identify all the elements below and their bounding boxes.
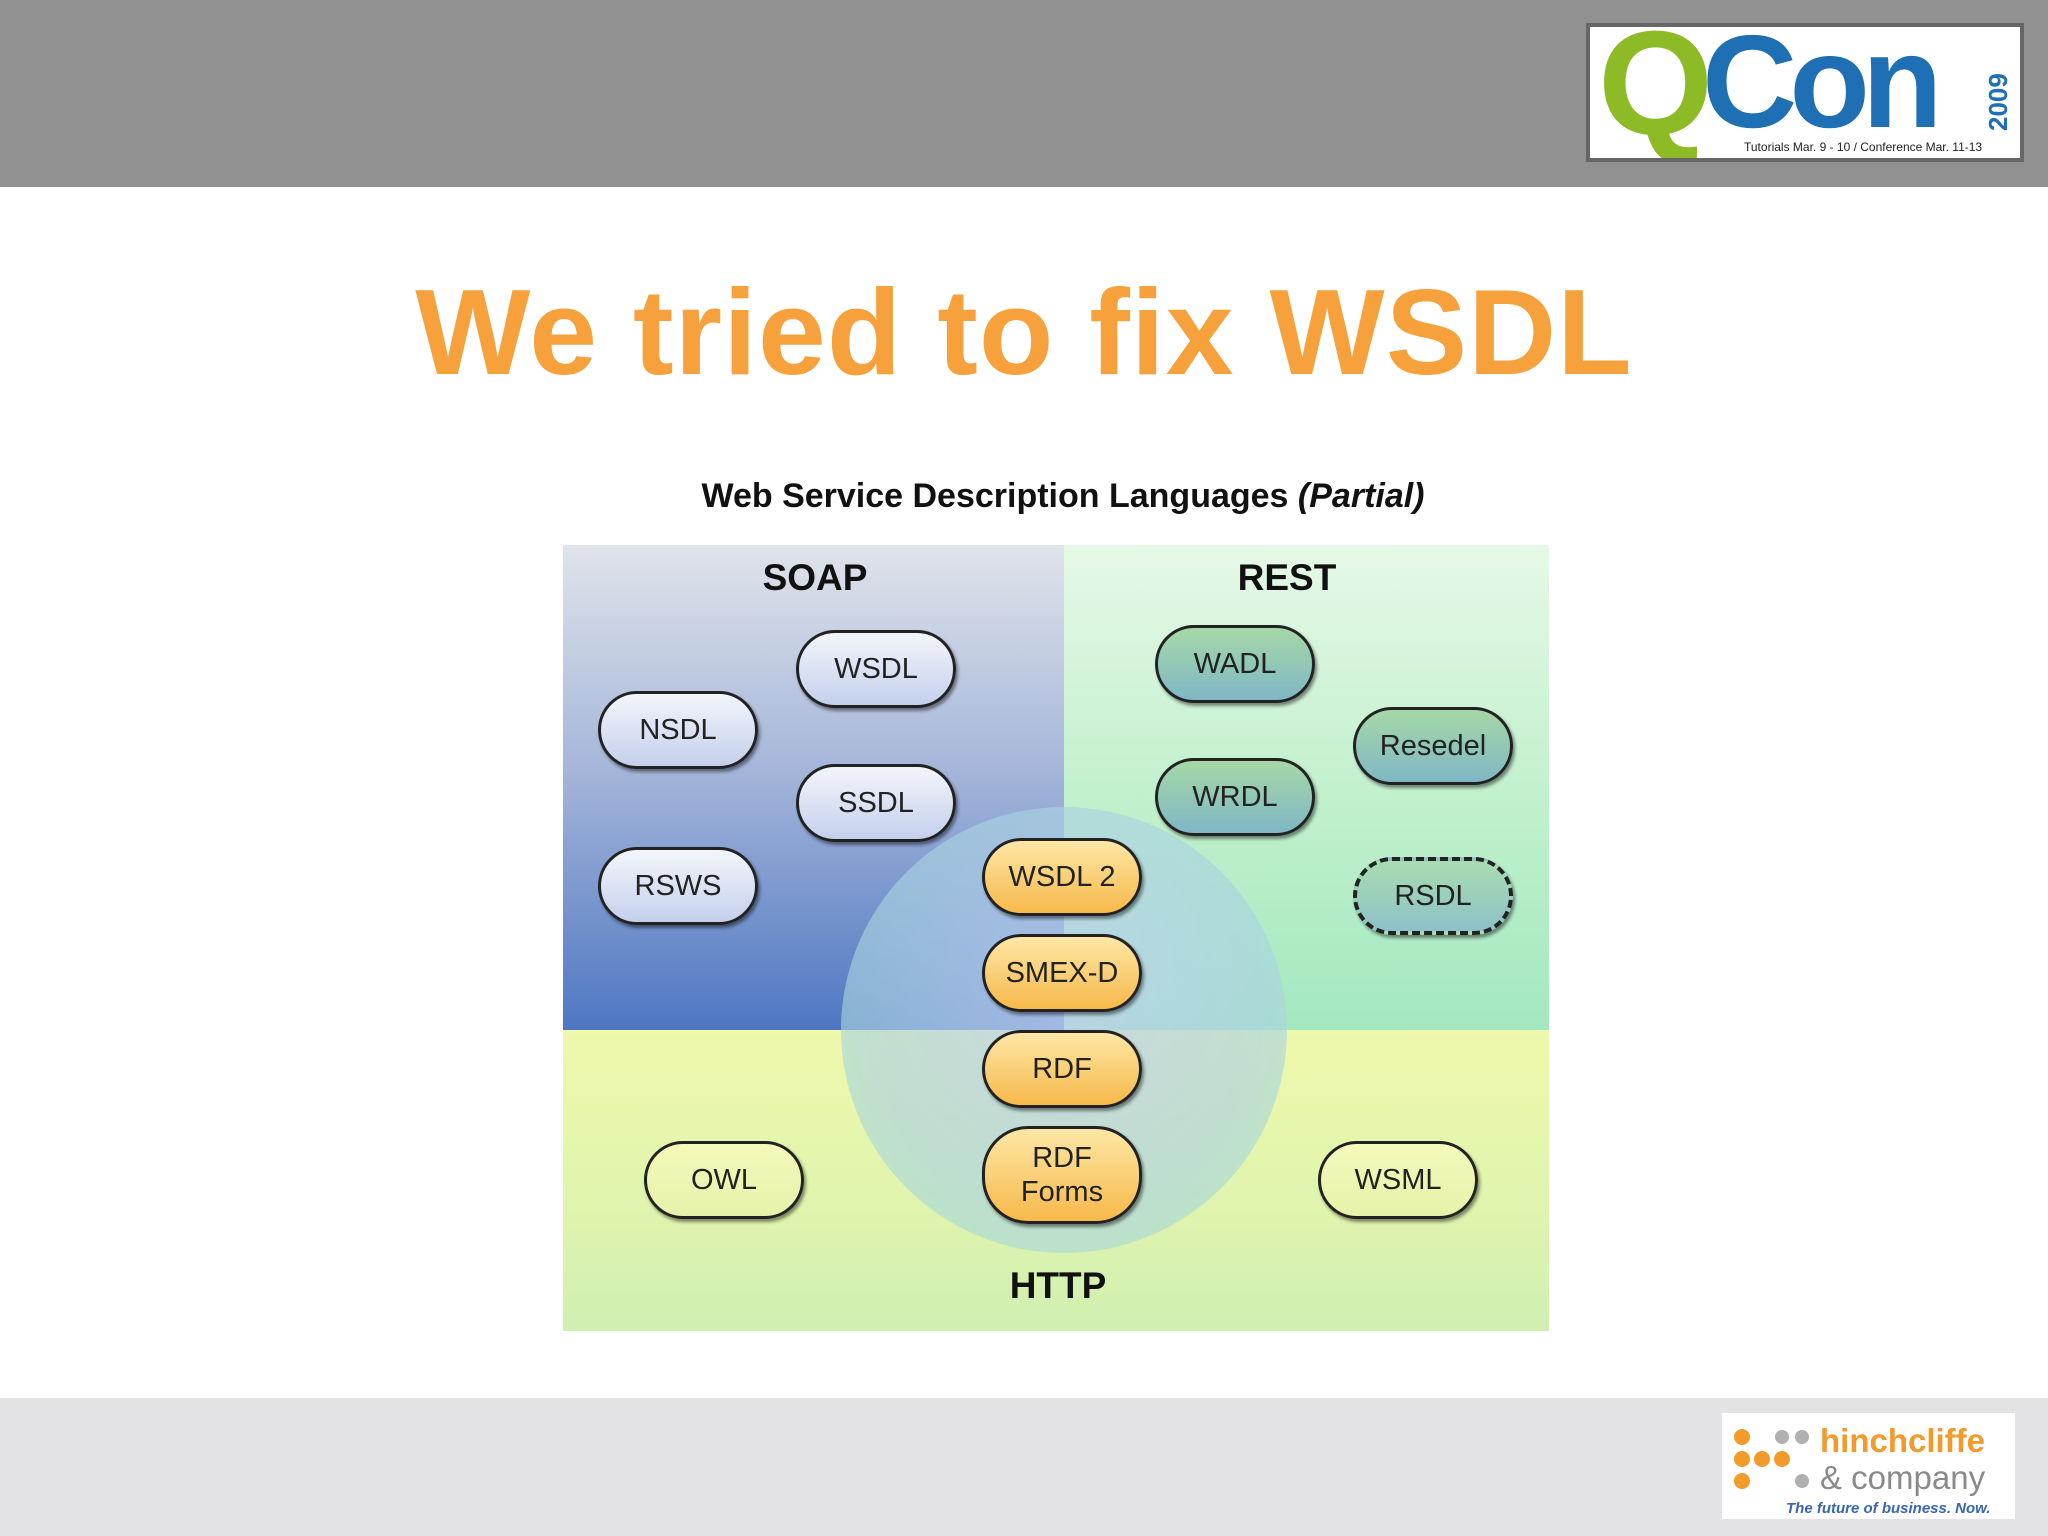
node-owl-label: OWL	[690, 1164, 758, 1196]
node-smex-d: SMEX-D	[982, 934, 1142, 1012]
node-rdf-forms-line2: Forms	[1020, 1176, 1104, 1208]
soap-label: SOAP	[762, 557, 868, 598]
node-smex-d-label: SMEX-D	[1005, 957, 1119, 989]
node-rsws-label: RSWS	[634, 870, 722, 902]
node-wsdl-label: WSDL	[834, 653, 918, 685]
node-rdf: RDF	[982, 1030, 1142, 1108]
node-rsdl: RSDL	[1353, 857, 1513, 935]
hinchcliffe-logo-name: hinchcliffe	[1820, 1422, 1985, 1459]
node-resedel-label: Resedel	[1379, 730, 1487, 762]
diagram-title-main: Web Service Description Languages	[701, 477, 1289, 515]
node-wrdl-label: WRDL	[1192, 781, 1278, 813]
diagram-title: Web Service Description Languages (Parti…	[563, 474, 1563, 518]
footer-band	[0, 1398, 2048, 1536]
node-resedel: Resedel	[1353, 707, 1513, 785]
qcon-logo-tagline: Tutorials Mar. 9 - 10 / Conference Mar. …	[1744, 140, 1982, 154]
description-languages-diagram: SOAP REST HTTP WSDL NSDL SSDL RSWS WADL …	[563, 545, 1549, 1331]
qcon-logo-q: Q	[1598, 27, 1707, 158]
node-owl: OWL	[644, 1141, 804, 1219]
node-nsdl: NSDL	[598, 691, 758, 769]
hinchcliffe-logo: hinchcliffe & company The future of busi…	[1722, 1413, 2015, 1519]
rest-label: REST	[1237, 557, 1337, 598]
http-label: HTTP	[1009, 1265, 1107, 1306]
node-wsdl: WSDL	[796, 630, 956, 708]
hinchcliffe-logo-company: & company	[1820, 1459, 1986, 1496]
qcon-logo-con: Con	[1702, 27, 1935, 155]
node-ssdl-label: SSDL	[838, 787, 914, 819]
node-rdf-forms-line1: RDF	[1032, 1142, 1092, 1174]
node-rdf-forms-label: RDF Forms	[1021, 1141, 1103, 1209]
node-wsml-label: WSML	[1354, 1164, 1442, 1196]
node-wadl-label: WADL	[1193, 648, 1277, 680]
hinchcliffe-logo-tagline: The future of business. Now.	[1786, 1500, 1990, 1517]
node-wsdl-2: WSDL 2	[982, 838, 1142, 916]
node-rsws: RSWS	[598, 847, 758, 925]
qcon-logo-year: 2009	[1983, 73, 2013, 131]
node-wsml: WSML	[1318, 1141, 1478, 1219]
slide-title: We tried to fix WSDL	[415, 264, 1633, 400]
diagram-title-note: (Partial)	[1297, 477, 1425, 515]
node-nsdl-label: NSDL	[639, 714, 717, 746]
node-wrdl: WRDL	[1155, 758, 1315, 836]
node-rsdl-label: RSDL	[1394, 880, 1472, 912]
qcon-logo: Q Con 2009 Tutorials Mar. 9 - 10 / Confe…	[1586, 23, 2024, 162]
hinchcliffe-dots-icon	[1734, 1429, 1809, 1489]
node-ssdl: SSDL	[796, 764, 956, 842]
node-rdf-label: RDF	[1032, 1053, 1092, 1085]
node-rdf-forms: RDF Forms	[982, 1126, 1142, 1224]
node-wadl: WADL	[1155, 625, 1315, 703]
node-wsdl-2-label: WSDL 2	[1008, 861, 1116, 893]
